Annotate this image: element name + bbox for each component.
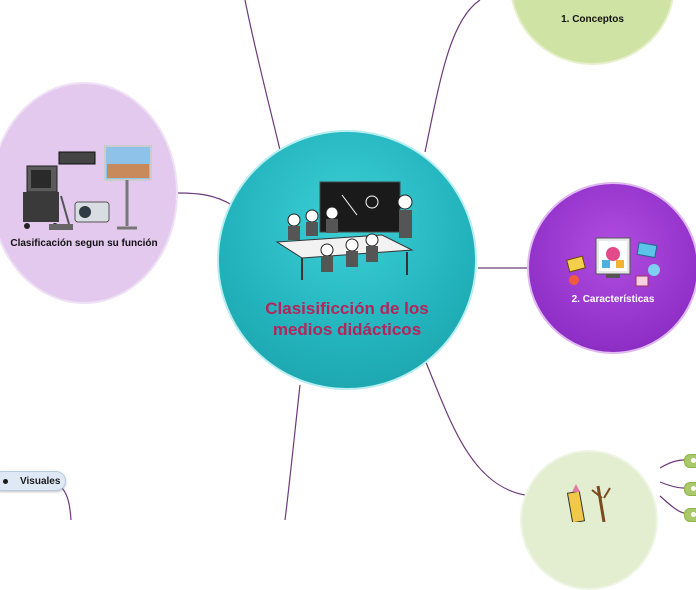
central-title: Clasisificción de los medios didácticos <box>265 299 429 339</box>
pencil-characters-icon <box>566 484 611 522</box>
node-caracteristicas-label: 2. Características <box>571 293 655 305</box>
bullet-icon <box>3 478 8 484</box>
media-collage-icon <box>566 237 660 286</box>
subtopic-visuales-label: Visuales <box>20 475 61 487</box>
central-topic[interactable]: Clasisificción de los medios didácticos <box>217 130 477 390</box>
subtopic-stub-2[interactable] <box>684 482 696 496</box>
node-caracteristicas[interactable]: 2. Características <box>527 182 696 354</box>
node-bottom-partial[interactable] <box>520 450 658 590</box>
subtopic-visuales[interactable]: Visuales <box>0 471 66 491</box>
audiovisual-equipment-illustration <box>23 144 152 230</box>
subtopic-stub-1[interactable] <box>684 454 696 468</box>
classroom-illustration <box>275 181 414 280</box>
node-clasificacion-label: Clasificación segun su función <box>10 237 158 249</box>
node-clasificacion[interactable]: Clasificación segun su función <box>0 82 178 304</box>
node-conceptos-label: 1. Conceptos <box>561 14 624 25</box>
connector-lines <box>61 0 685 520</box>
